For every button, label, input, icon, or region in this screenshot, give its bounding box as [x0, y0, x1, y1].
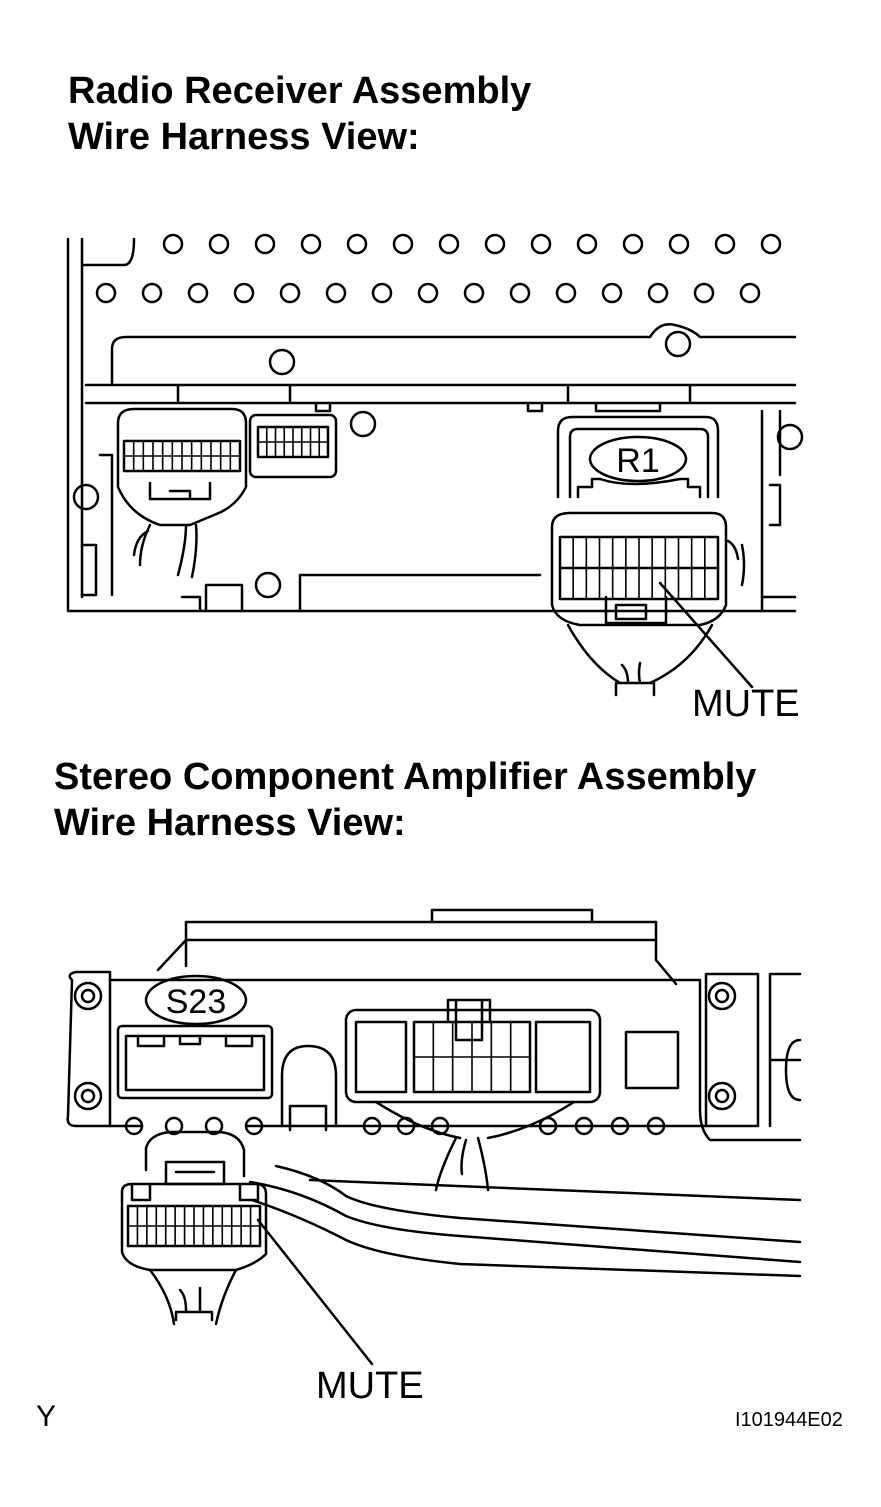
amplifier-title: Stereo Component Amplifier Assembly — [54, 756, 757, 798]
amplifier-subtitle: Wire Harness View: — [54, 802, 406, 844]
vent-hole — [233, 282, 255, 304]
right-side-details — [740, 409, 797, 613]
s23-mute-leader — [256, 1218, 374, 1366]
vent-hole — [279, 282, 301, 304]
vent-hole — [346, 233, 368, 255]
r1-mute-label: MUTE — [692, 683, 800, 725]
small-board-connector — [248, 413, 338, 479]
vent-hole — [693, 282, 715, 304]
radio-housing-outline — [66, 237, 797, 613]
vent-hole — [555, 282, 577, 304]
right-mounting-flange — [704, 972, 802, 1128]
vent-hole — [509, 282, 531, 304]
r1-harness-connector — [550, 511, 728, 697]
s23-harness-connector — [120, 1130, 268, 1326]
vent-hole — [392, 233, 414, 255]
center-harness-connectors — [344, 998, 602, 1192]
left-side-screw — [72, 483, 100, 511]
vent-hole — [187, 282, 209, 304]
vent-holes-row-top — [162, 233, 782, 255]
vent-hole — [141, 282, 163, 304]
radio-receiver-illustration: R1 — [66, 233, 804, 697]
vent-hole — [371, 282, 393, 304]
panel-screw-left — [268, 348, 296, 376]
vent-hole — [622, 233, 644, 255]
s23-id-bubble — [144, 974, 248, 1026]
amplifier-top-cover — [156, 908, 678, 986]
panel-screw-right — [664, 330, 692, 358]
vent-hole — [417, 282, 439, 304]
vent-hole — [254, 233, 276, 255]
lower-bracket — [180, 573, 542, 613]
r1-harness-bracket — [132, 529, 740, 561]
radio-receiver-heading: Radio Receiver Assembly Wire Harness Vie… — [68, 68, 531, 160]
amplifier-illustration: S23 — [66, 908, 802, 1366]
radio-mounting-rail — [84, 383, 797, 413]
r1-id-label: R1 — [616, 442, 659, 480]
vent-hole — [484, 233, 506, 255]
vent-hole — [574, 1116, 594, 1136]
vent-hole — [124, 1116, 144, 1136]
vent-hole — [538, 1116, 558, 1136]
vent-hole — [714, 233, 736, 255]
vent-hole — [164, 1116, 184, 1136]
left-side-bracket — [80, 453, 114, 597]
lower-screw — [254, 571, 282, 599]
left-mounting-flange — [66, 970, 112, 1128]
vent-hole — [601, 282, 623, 304]
vent-hole — [760, 233, 782, 255]
vent-hole — [646, 1116, 666, 1136]
vent-hole — [610, 1116, 630, 1136]
s23-mute-label: MUTE — [316, 1365, 424, 1407]
center-arch-tab — [280, 1044, 338, 1132]
vent-hole — [300, 233, 322, 255]
r1-mute-leader — [658, 581, 754, 689]
lower-vent-holes — [124, 1116, 666, 1136]
vent-hole — [325, 282, 347, 304]
r1-socket: R1 — [556, 415, 720, 499]
vent-hole — [95, 282, 117, 304]
vent-hole — [739, 282, 761, 304]
vent-hole — [430, 1116, 450, 1136]
vent-hole — [463, 282, 485, 304]
r1-id-bubble — [588, 435, 688, 483]
vent-hole — [647, 282, 669, 304]
vent-hole — [208, 233, 230, 255]
vent-hole — [396, 1116, 416, 1136]
footer-letter: Y — [36, 1400, 57, 1433]
vent-hole — [530, 233, 552, 255]
vent-hole — [204, 1116, 224, 1136]
radio-receiver-title: Radio Receiver Assembly — [68, 70, 532, 112]
vent-hole — [162, 233, 184, 255]
amplifier-base-plate — [248, 1164, 802, 1278]
rail-screw — [349, 410, 377, 438]
radio-raised-panel — [110, 323, 797, 387]
vent-hole — [362, 1116, 382, 1136]
vent-holes-row-bottom — [95, 282, 761, 304]
figure-id: I101944E02 — [735, 1409, 843, 1431]
amplifier-heading: Stereo Component Amplifier Assembly Wire… — [54, 754, 756, 846]
right-side-screw — [776, 423, 804, 451]
s23-socket — [116, 1024, 274, 1100]
s23-id-label: S23 — [166, 983, 227, 1021]
vent-hole — [668, 233, 690, 255]
vent-hole — [576, 233, 598, 255]
vent-hole — [438, 233, 460, 255]
square-plug — [624, 1030, 680, 1090]
vent-hole — [244, 1116, 264, 1136]
left-harness-connector — [116, 407, 248, 579]
radio-receiver-subtitle: Wire Harness View: — [68, 116, 420, 158]
